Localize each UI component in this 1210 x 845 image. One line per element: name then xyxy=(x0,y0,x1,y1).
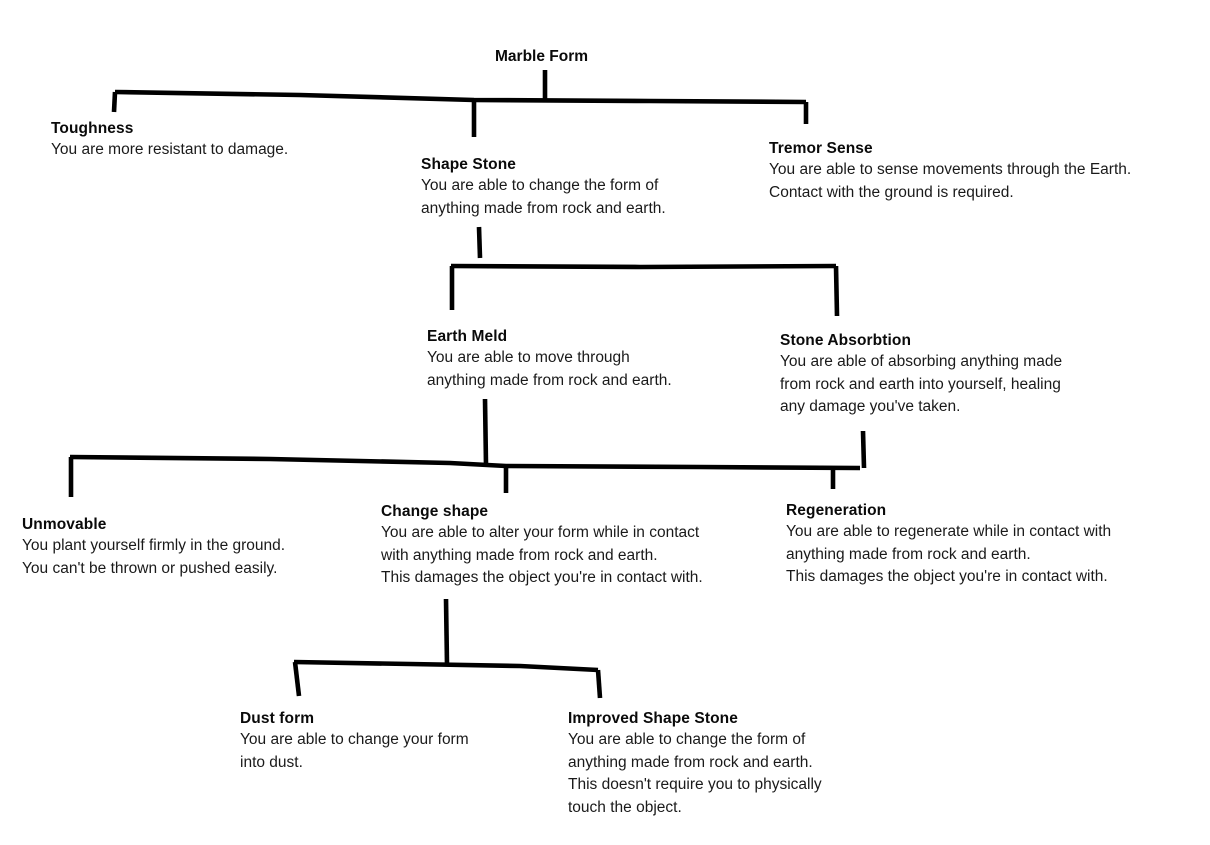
skill-node-title: Unmovable xyxy=(22,516,107,533)
skill-node-description: You are able to move through anything mad… xyxy=(427,347,672,392)
connector-dust-form-drop xyxy=(292,661,302,697)
skill-node-title: Earth Meld xyxy=(427,328,508,345)
skill-node-description: You plant yourself firmly in the ground.… xyxy=(22,535,285,580)
skill-node-description-line: anything made from rock and earth. xyxy=(786,545,1031,563)
skill-node-description-line: You are able of absorbing anything made xyxy=(780,353,1063,370)
skill-node-title: Stone Absorbtion xyxy=(780,332,912,349)
connector-earth-meld-stem xyxy=(482,398,489,466)
skill-node-description-line: with anything made from rock and earth. xyxy=(381,546,658,564)
skill-node-title: Regeneration xyxy=(786,502,887,519)
connector-tier-4-bar xyxy=(293,659,599,673)
skill-node-description: You are able to change the form of anythi… xyxy=(421,175,666,220)
skill-node-description-line: touch the object. xyxy=(568,798,682,816)
connector-regeneration-stem xyxy=(860,430,867,469)
skill-node-description-line: You are able to change your form xyxy=(240,731,469,748)
connector-tier-3-bar xyxy=(69,454,861,471)
skill-node-description: You are able to sense movements through … xyxy=(769,159,1131,204)
skill-node-description: You are able to change the form of anythi… xyxy=(568,729,822,819)
skill-node-description-line: You are able to change the form of xyxy=(568,731,806,748)
connector-shape-stone-stem xyxy=(476,226,483,259)
skill-node-description-line: You are more resistant to damage. xyxy=(51,141,289,158)
connector-stone-absorbtion-drop xyxy=(833,265,840,317)
skill-node-description-line: any damage you've taken. xyxy=(780,398,961,415)
skill-node-title: Improved Shape Stone xyxy=(568,710,738,727)
skill-node-description-line: Contact with the ground is required. xyxy=(769,183,1014,201)
skill-node-description: You are able of absorbing anything made f… xyxy=(780,351,1062,419)
skill-node-description-line: You are able to move through xyxy=(427,349,630,366)
skill-node-title: Shape Stone xyxy=(421,156,516,173)
skill-node-description: You are able to change your form into dus… xyxy=(240,729,469,774)
skill-node-description-line: You are able to sense movements through … xyxy=(769,161,1132,178)
skill-node-description-line: You are able to alter your form while in… xyxy=(381,524,700,541)
skill-node-description-line: You plant yourself firmly in the ground. xyxy=(22,537,286,554)
skill-node-description: You are able to regenerate while in cont… xyxy=(786,521,1111,589)
skill-node-description-line: anything made from rock and earth. xyxy=(568,753,813,771)
root-node-title: Marble Form xyxy=(495,48,589,65)
skill-node-description-line: This doesn't require you to physically xyxy=(568,776,822,793)
skill-node-title: Tremor Sense xyxy=(769,140,873,157)
skill-node-description-line: This damages the object you're in contac… xyxy=(786,568,1108,585)
connector-tier-2-bar xyxy=(450,263,837,270)
skill-node-description-line: from rock and earth into yourself, heali… xyxy=(780,375,1061,393)
skill-node-description-line: anything made from rock and earth. xyxy=(427,371,672,389)
skill-node-title: Toughness xyxy=(51,120,134,137)
skill-node-description-line: You can't be thrown or pushed easily. xyxy=(22,559,278,577)
skill-node-title: Change shape xyxy=(381,503,489,520)
skill-node-description-line: You are able to change the form of xyxy=(421,177,659,194)
skill-node-description-line: This damages the object you're in contac… xyxy=(381,569,703,586)
skill-node-description-line: anything made from rock and earth. xyxy=(421,199,666,217)
skill-node-description: You are more resistant to damage. xyxy=(51,139,288,162)
skill-node-description-line: You are able to regenerate while in cont… xyxy=(786,523,1112,540)
skill-node-description: You are able to alter your form while in… xyxy=(381,522,703,590)
skill-node-description-line: into dust. xyxy=(240,753,303,771)
skill-node-title: Dust form xyxy=(240,710,315,727)
connector-change-shape-stem xyxy=(443,598,450,666)
connector-improved-shape-stone-drop xyxy=(595,669,603,699)
connector-tier-1-bar xyxy=(114,89,807,105)
connector-toughness-drop xyxy=(111,91,118,113)
